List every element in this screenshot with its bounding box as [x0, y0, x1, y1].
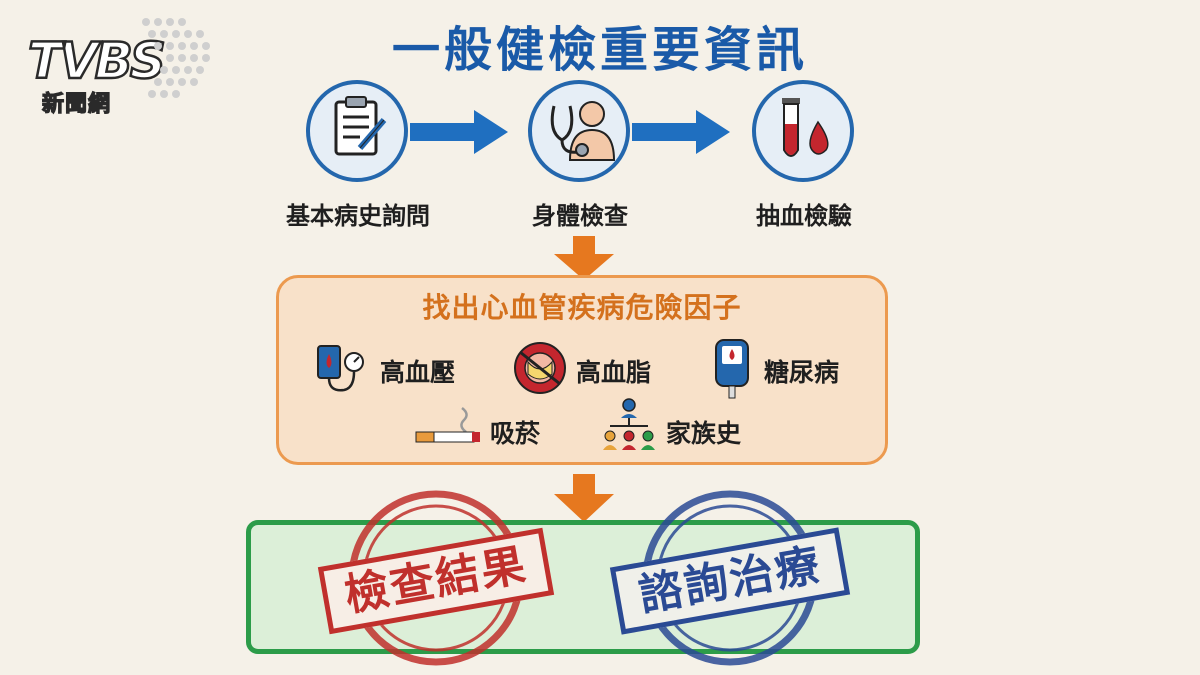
risk-label-family-history: 家族史 [666, 419, 742, 448]
page-title: 一般健檢重要資訊 [391, 22, 808, 78]
logo-brand: TVBS [27, 31, 167, 92]
step-label-history: 基本病史詢問 [286, 202, 430, 230]
artery-icon [514, 342, 566, 394]
step-circle-history [306, 80, 408, 182]
step-circle-physical [528, 80, 630, 182]
arrow-right-icon [410, 110, 508, 154]
step-circle-blood [752, 80, 854, 182]
clipboard-icon [334, 96, 387, 156]
tvbs-logo: TVBS 新聞網 [27, 14, 218, 124]
risk-label-smoking: 吸菸 [490, 419, 541, 448]
blood-pressure-icon [317, 345, 364, 392]
step-label-physical: 身體檢查 [532, 202, 628, 230]
arrow-right-icon [632, 110, 730, 154]
step-label-blood: 抽血檢驗 [756, 202, 852, 230]
risk-label-hypertension: 高血壓 [380, 358, 456, 387]
risk-label-hyperlipidemia: 高血脂 [576, 358, 652, 387]
risk-factors-title: 找出心血管疾病危險因子 [422, 291, 742, 324]
logo-subtitle: 新聞網 [41, 91, 112, 117]
logo-dots-icon [142, 18, 210, 98]
glucose-meter-icon [715, 339, 749, 399]
stethoscope-icon [550, 101, 616, 161]
risk-factors-panel [276, 275, 888, 465]
arrow-down-icon [554, 474, 614, 522]
arrow-down-icon [554, 236, 614, 280]
cigarette-icon [415, 407, 480, 443]
family-tree-icon [603, 398, 655, 450]
blood-test-icon [782, 98, 829, 157]
risk-label-diabetes: 糖尿病 [764, 358, 840, 387]
